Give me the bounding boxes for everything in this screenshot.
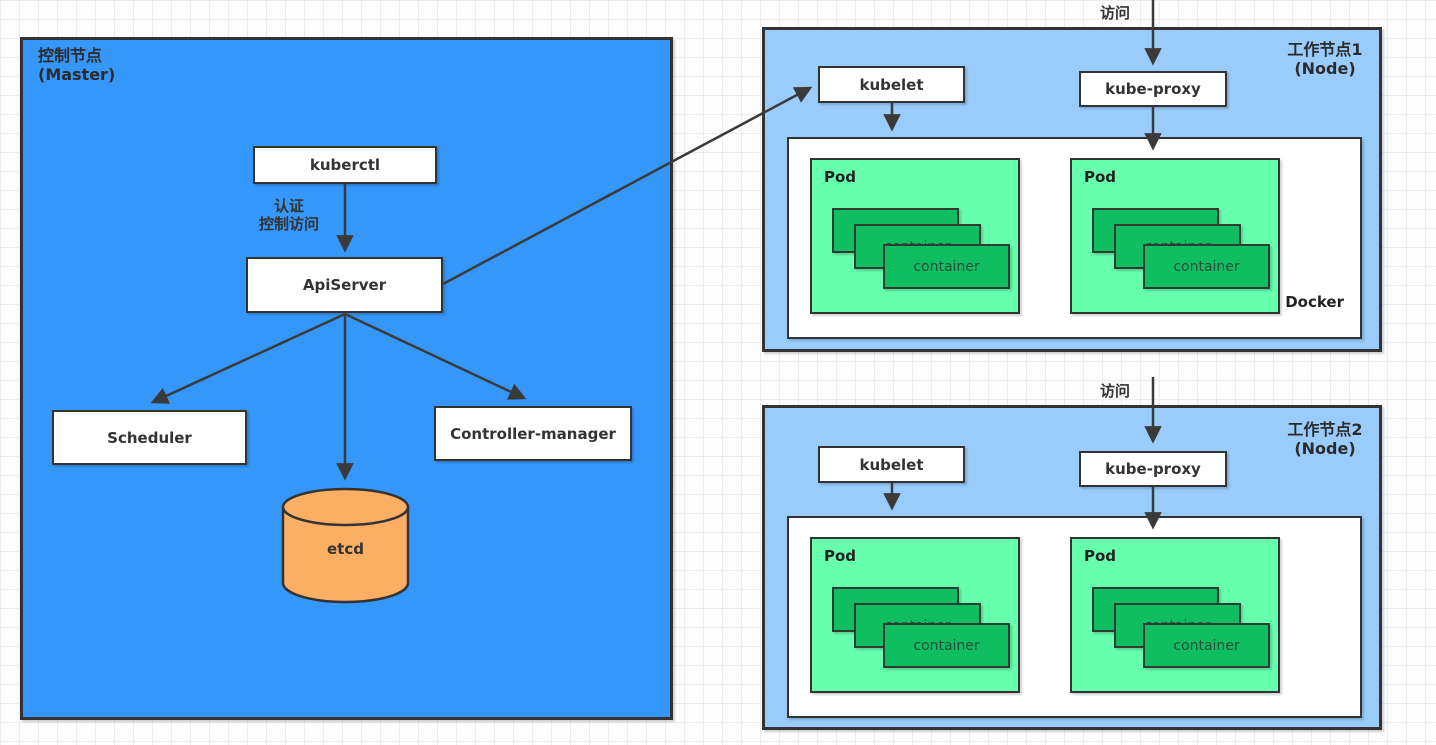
docker-label-node1: Docker: [1285, 293, 1344, 311]
controller-manager-box: Controller-manager: [434, 406, 632, 461]
container-label: container: [1173, 258, 1240, 275]
container-label: container: [1173, 637, 1240, 654]
worker-node-2-title: 工作节点2 (Node): [1260, 420, 1390, 458]
etcd-cylinder: [281, 487, 410, 604]
scheduler-box: Scheduler: [52, 410, 247, 465]
worker-node-1-title: 工作节点1 (Node): [1260, 40, 1390, 78]
apiserver-box: ApiServer: [246, 257, 443, 313]
pod-label: Pod: [824, 168, 857, 186]
kube-proxy-label-node1: kube-proxy: [1105, 80, 1201, 98]
controller-manager-label: Controller-manager: [450, 424, 616, 443]
kubelet-label-node1: kubelet: [859, 75, 924, 94]
container-rect-front: container: [1143, 244, 1270, 289]
visit-label-node2: 访问: [1100, 382, 1131, 400]
auth-arrow-label: 认证 控制访问: [240, 197, 338, 233]
etcd-label: etcd: [327, 540, 364, 558]
master-node-box: [20, 37, 673, 720]
pod-label: Pod: [1084, 168, 1117, 186]
container-rect-front: container: [883, 623, 1010, 668]
container-rect-front: container: [883, 244, 1010, 289]
worker-node-2-title-line1: 工作节点2: [1287, 420, 1363, 439]
pod-box-node2-b: Pod container container container: [1070, 537, 1280, 693]
kube-proxy-label-node2: kube-proxy: [1105, 460, 1201, 478]
kube-proxy-box-node2: kube-proxy: [1079, 451, 1227, 487]
pod-label: Pod: [1084, 547, 1117, 565]
kuberctl-box: kuberctl: [253, 146, 437, 184]
master-title: 控制节点 (Master): [38, 46, 115, 84]
container-rect-front: container: [1143, 623, 1270, 668]
auth-label-line2: 控制访问: [258, 215, 319, 233]
container-label: container: [913, 637, 980, 654]
auth-label-line1: 认证: [273, 197, 304, 215]
visit-label-node1: 访问: [1100, 4, 1131, 22]
kube-proxy-box-node1: kube-proxy: [1079, 71, 1227, 107]
master-title-line1: 控制节点: [38, 46, 103, 65]
scheduler-label: Scheduler: [107, 428, 192, 447]
pod-box-node1-a: Pod container container container: [810, 158, 1020, 314]
worker-node-2-title-line2: (Node): [1294, 439, 1356, 458]
kubelet-box-node2: kubelet: [818, 446, 965, 483]
pod-box-node2-a: Pod container container container: [810, 537, 1020, 693]
master-title-line2: (Master): [38, 65, 116, 84]
kubelet-box-node1: kubelet: [818, 66, 965, 103]
worker-node-1-title-line2: (Node): [1294, 59, 1356, 78]
kuberctl-label: kuberctl: [309, 156, 381, 174]
pod-label: Pod: [824, 547, 857, 565]
apiserver-label: ApiServer: [302, 276, 387, 294]
kubelet-label-node2: kubelet: [859, 455, 924, 474]
pod-box-node1-b: Pod container container container: [1070, 158, 1280, 314]
container-label: container: [913, 258, 980, 275]
worker-node-1-title-line1: 工作节点1: [1287, 40, 1363, 59]
